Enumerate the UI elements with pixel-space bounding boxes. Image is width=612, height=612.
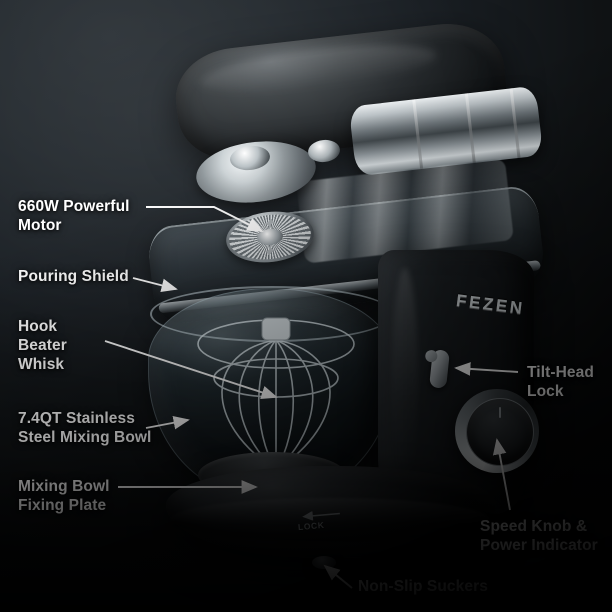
callout-label-pouring-shield: Pouring Shield [18, 268, 129, 285]
base-lip [170, 498, 490, 542]
non-slip-sucker [312, 556, 336, 569]
callout-label-fixing-plate: Mixing Bowl Fixing Plate [18, 478, 110, 514]
callout-label-motor: 660W Powerful Motor [18, 198, 130, 234]
speed-knob[interactable] [466, 398, 534, 466]
callout-label-tilt-head: Tilt-Head Lock [527, 364, 594, 400]
body-highlight [392, 268, 418, 494]
callout-label-bowl: 7.4QT Stainless Steel Mixing Bowl [18, 410, 152, 446]
callout-label-speed-knob: Speed Knob & Power Indicator [480, 518, 598, 554]
callout-label-attachments: Hook Beater Whisk [18, 318, 67, 373]
callout-label-suckers: Non-Slip Suckers [358, 578, 488, 595]
